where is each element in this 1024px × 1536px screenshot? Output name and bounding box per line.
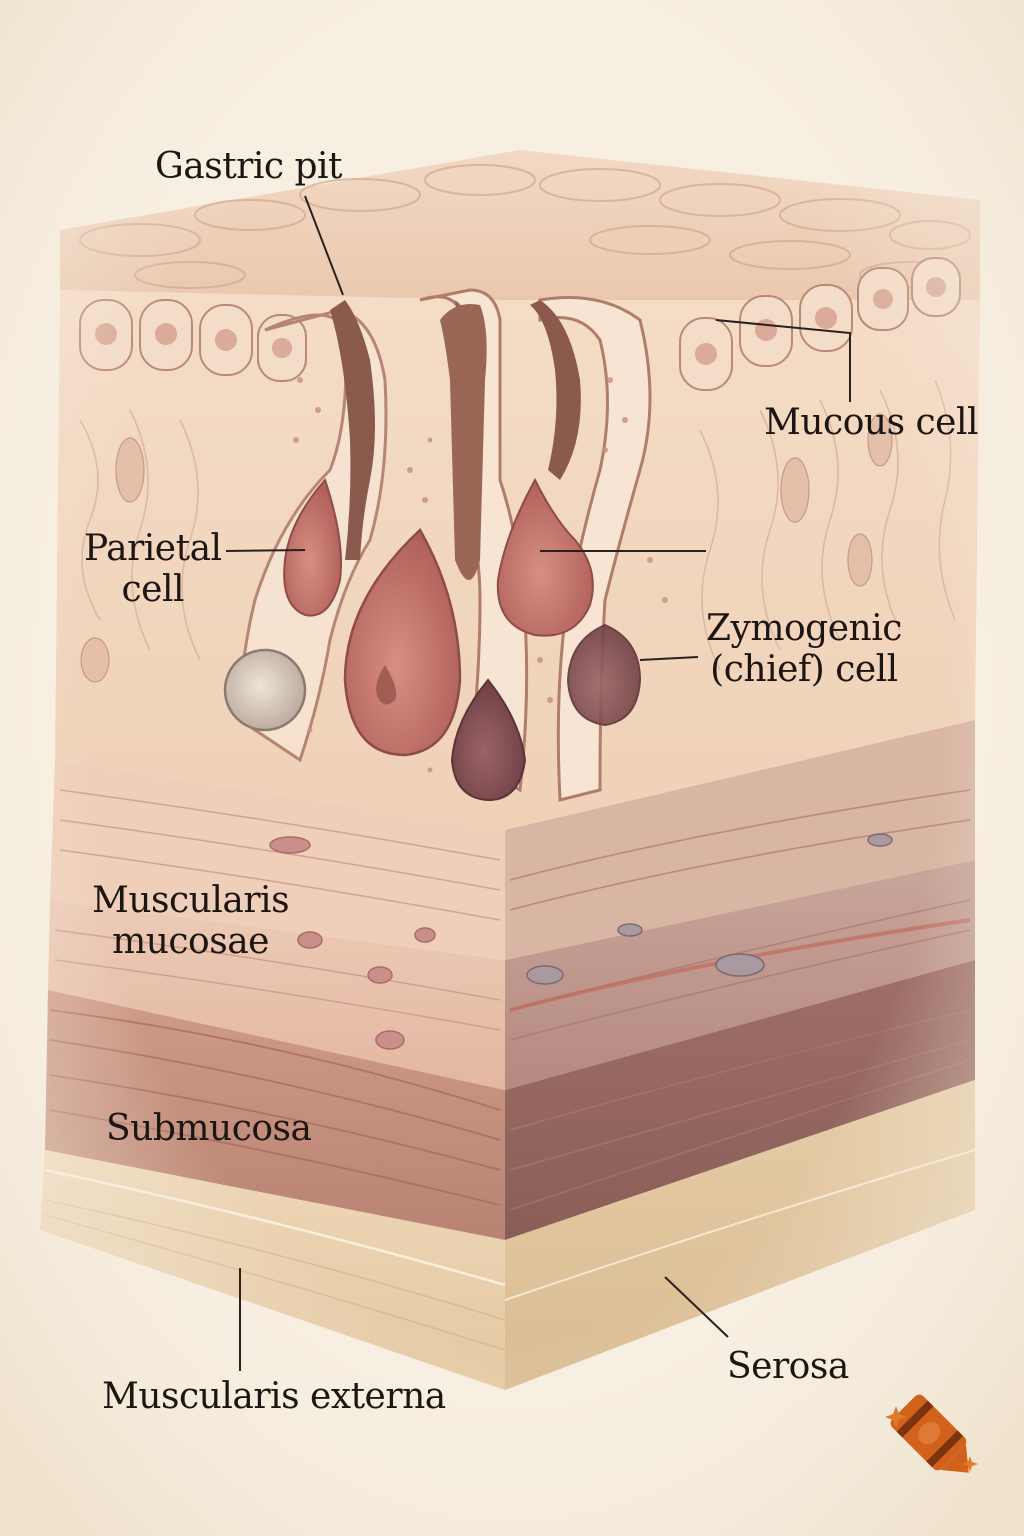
label-submucosa: Submucosa bbox=[106, 1108, 312, 1149]
zymogenic-cell-leader bbox=[639, 656, 699, 661]
label-gastric-pit: Gastric pit bbox=[155, 146, 343, 187]
label-muscularis-externa: Muscularis externa bbox=[102, 1376, 446, 1417]
label-parietal-cell-line1: Parietal bbox=[84, 528, 222, 569]
label-muscularis-mucosae-line1: Muscularis bbox=[92, 880, 290, 921]
label-muscularis-mucosae-line2: mucosae bbox=[112, 921, 269, 963]
crayon-icon bbox=[885, 1394, 978, 1473]
label-zymogenic-line1: Zymogenic bbox=[706, 608, 902, 649]
parietal-cell-leader bbox=[225, 549, 306, 552]
label-serosa: Serosa bbox=[727, 1346, 849, 1387]
label-muscularis-mucosae: Muscularis mucosae bbox=[92, 880, 290, 963]
serosa-leader bbox=[664, 1276, 729, 1338]
mucous-cell-leader bbox=[715, 319, 851, 402]
label-zymogenic-chief-cell: Zymogenic (chief) cell bbox=[706, 608, 902, 691]
leader-lines bbox=[225, 195, 851, 1371]
label-mucous-cell: Mucous cell bbox=[764, 402, 978, 443]
label-parietal-cell: Parietal cell bbox=[84, 528, 222, 611]
label-parietal-cell-line2: cell bbox=[121, 569, 185, 611]
label-zymogenic-line2: (chief) cell bbox=[710, 649, 898, 691]
gastric-pit-leader bbox=[304, 195, 344, 296]
